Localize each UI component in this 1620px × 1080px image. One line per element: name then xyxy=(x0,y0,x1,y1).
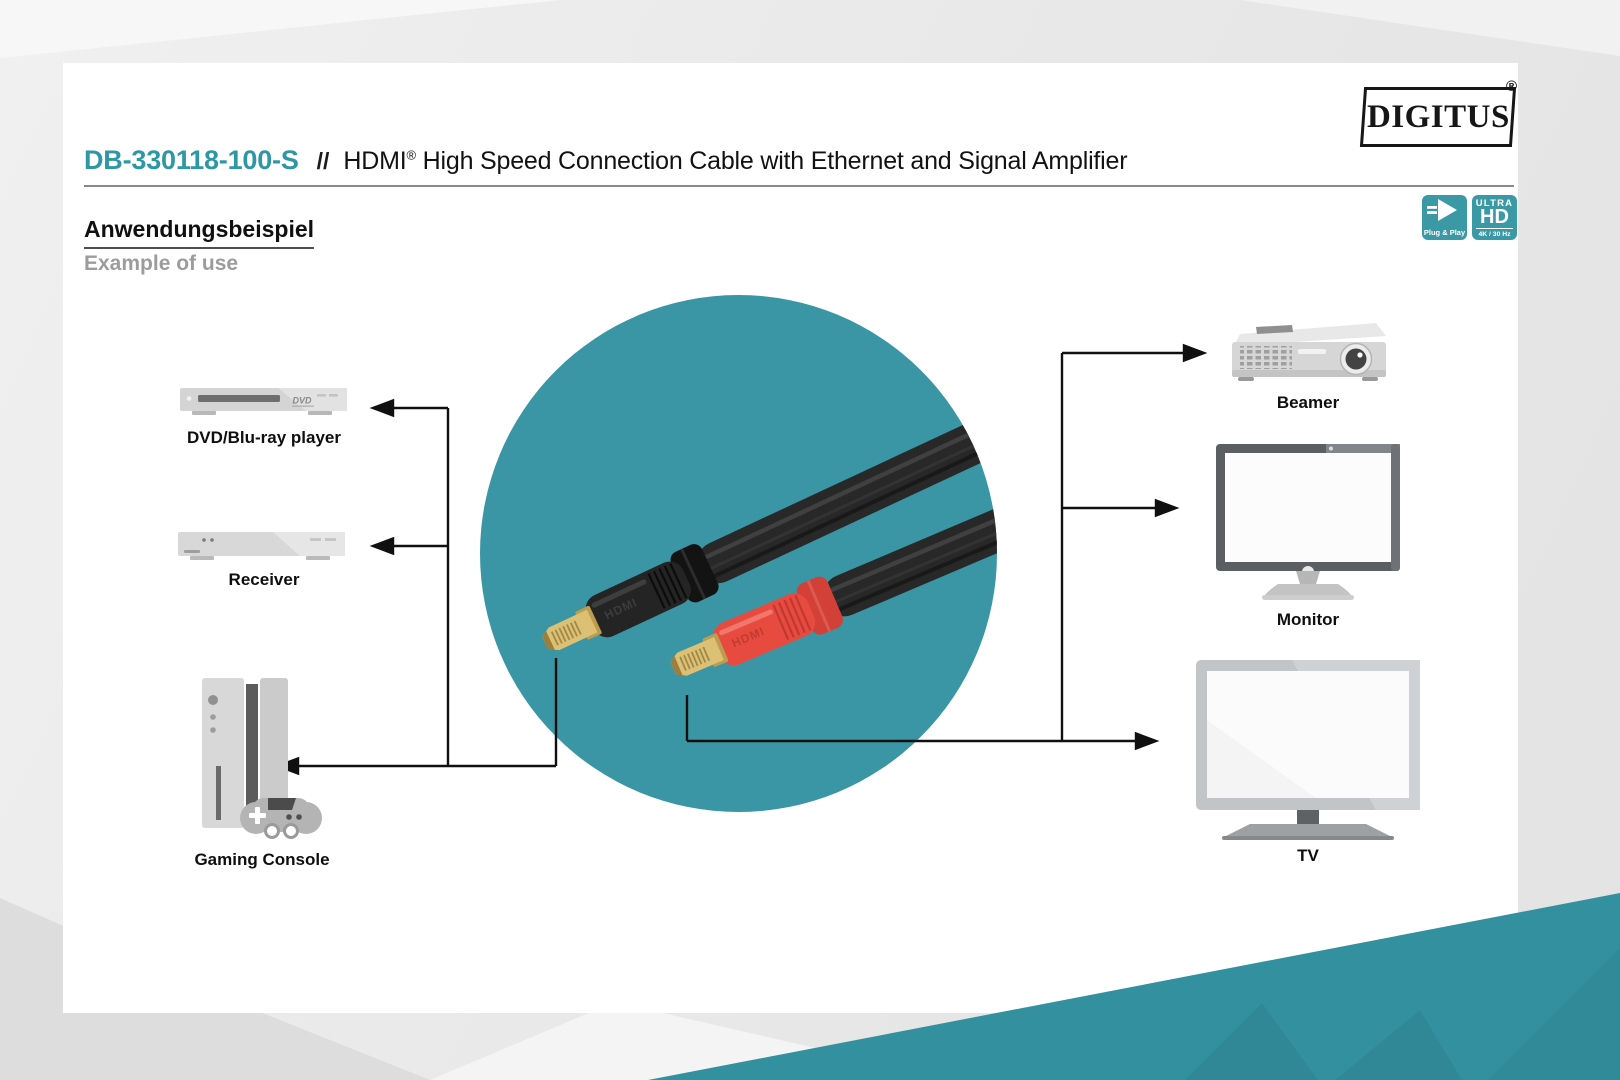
monitor-icon xyxy=(1216,444,1400,600)
section-heading-en: Example of use xyxy=(84,252,239,275)
receiver-icon xyxy=(178,532,345,560)
plug-and-play-label: Plug & Play xyxy=(1423,228,1466,237)
title-rule xyxy=(84,185,1514,187)
cable-photo: HDMI xyxy=(542,339,997,676)
header-title-row: DB-330118-100-S // HDMI® High Speed Conn… xyxy=(84,145,1128,176)
device-label-beamer: Beamer xyxy=(1276,393,1340,412)
digitus-logo: DIGITUS xyxy=(1359,87,1517,147)
tv-icon xyxy=(1196,660,1420,840)
device-label-tv: TV xyxy=(1297,846,1319,865)
ultra-hd-ultra: ULTRA xyxy=(1475,198,1514,209)
registered-mark: ® xyxy=(406,147,417,163)
device-label-monitor: Monitor xyxy=(1276,610,1340,629)
device-label-gaming-console: Gaming Console xyxy=(194,850,330,869)
product-title-brand: HDMI xyxy=(343,147,407,175)
black-hdmi-connector: HDMI xyxy=(542,339,997,651)
product-code: DB-330118-100-S xyxy=(84,145,299,175)
red-hdmi-connector: HDMI xyxy=(670,410,997,676)
logo-text: DIGITUS xyxy=(1366,98,1510,135)
beamer-icon xyxy=(1232,323,1386,381)
gaming-console-icon xyxy=(202,678,322,839)
ultra-hd-spec: 4K / 30 Hz xyxy=(1478,231,1511,238)
ultra-hd-divider xyxy=(1476,228,1513,229)
plug-icon xyxy=(1427,199,1457,221)
ultra-hd-badge: ULTRA HD 4K / 30 Hz xyxy=(1472,195,1517,240)
product-title-rest: High Speed Connection Cable with Etherne… xyxy=(422,147,1128,175)
dvd-logo-text: DVD xyxy=(292,396,312,406)
device-label-dvd-player: DVD/Blu-ray player xyxy=(187,428,341,447)
title-separator: // xyxy=(316,148,330,174)
teal-circle: HDMI xyxy=(480,295,997,812)
logo-registered-mark: ® xyxy=(1506,78,1518,95)
device-label-receiver: Receiver xyxy=(228,570,300,589)
product-title: HDMI® High Speed Connection Cable with E… xyxy=(343,147,1127,176)
section-heading-de: Anwendungsbeispiel xyxy=(84,216,315,249)
dvd-player-icon: DVD xyxy=(180,388,347,415)
ultra-hd-hd: HD xyxy=(1480,206,1509,228)
gamepad-icon xyxy=(240,798,322,839)
plug-and-play-badge: Plug & Play xyxy=(1422,195,1467,240)
